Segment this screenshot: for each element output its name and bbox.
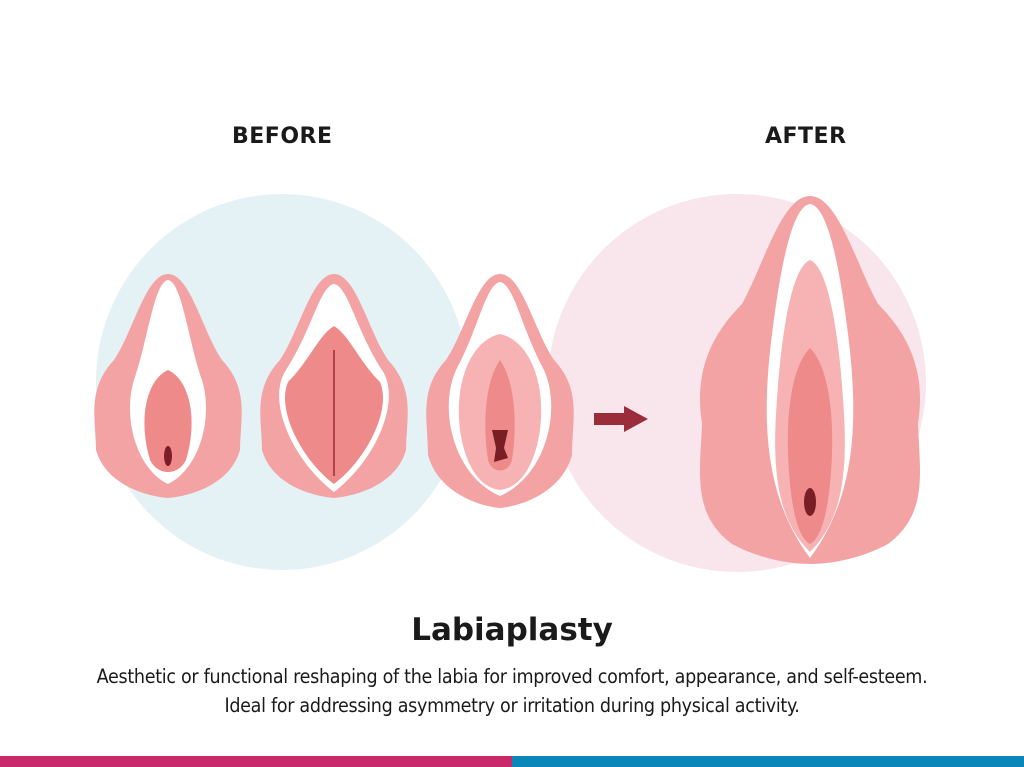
arrow-right-icon [594,406,648,432]
after-label: AFTER [765,124,847,149]
procedure-title: Labiaplasty [411,612,613,648]
before-illustration-3 [426,274,574,508]
before-label: BEFORE [232,124,333,149]
after-illustration [700,196,920,564]
footer-segment-blue [512,756,1024,767]
before-illustration-1 [94,274,242,498]
before-illustration-2 [260,274,408,498]
footer-segment-magenta [0,756,512,767]
procedure-description: Aesthetic or functional reshaping of the… [96,665,928,717]
footer-color-bar [0,756,1024,767]
